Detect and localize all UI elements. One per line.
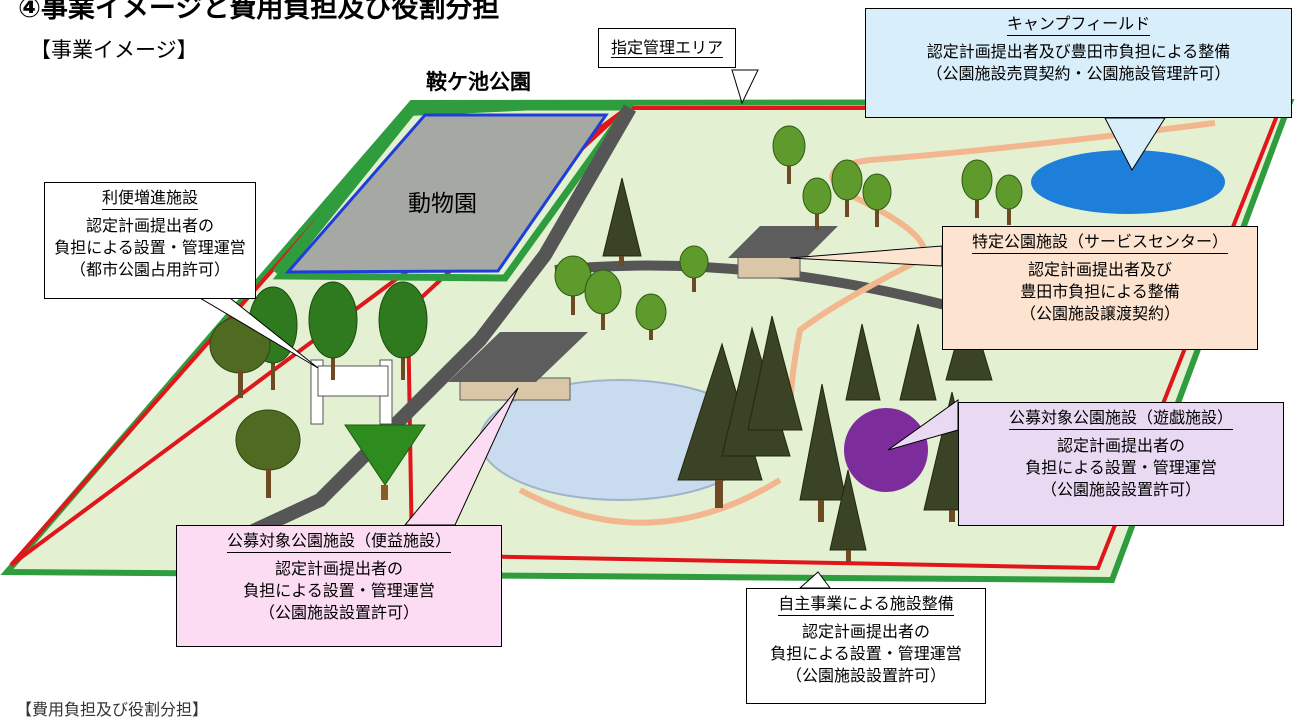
- callout-self-project-line: 認定計画提出者の: [801, 622, 930, 641]
- camp-pond: [1031, 150, 1225, 214]
- callout-benefit-facility-line: 認定計画提出者の: [274, 559, 403, 578]
- page-title: ④事業イメージと費用負担及び役割分担: [18, 0, 500, 24]
- callout-self-project-line: 負担による設置・管理運営: [770, 644, 962, 663]
- main-road: [177, 104, 637, 572]
- callout-convenience-heading: 利便増進施設: [101, 187, 198, 210]
- callout-benefit-facility-line: 負担による設置・管理運営: [243, 581, 435, 600]
- callout-convenience-line: （都市公園占用許可）: [69, 260, 230, 279]
- callout-benefit-facility: 公募対象公園施設（便益施設） 認定計画提出者の 負担による設置・管理運営 （公園…: [176, 525, 502, 647]
- pond-loop-path: [518, 477, 782, 526]
- callout-self-project-heading: 自主事業による施設整備: [778, 593, 954, 616]
- callout-benefit-facility-heading: 公募対象公園施設（便益施設）: [226, 530, 451, 553]
- callout-play-facility-line: 認定計画提出者の: [1056, 436, 1185, 455]
- callout-campfield-line: （公園施設売買契約・公園施設管理許可）: [926, 64, 1231, 83]
- conifer-trunks: [619, 256, 955, 562]
- managed-area-label: 指定管理エリア: [611, 38, 724, 58]
- callout-convenience-line: 負担による設置・管理運営: [54, 238, 246, 257]
- callout-benefit-facility-line: （公園施設設置許可）: [258, 603, 419, 622]
- callout-service-center-line: （公園施設譲渡契約）: [1019, 304, 1180, 323]
- zoo-area: [284, 113, 609, 274]
- callout-convenience: 利便増進施設 認定計画提出者の 負担による設置・管理運営 （都市公園占用許可）: [44, 182, 256, 299]
- callout-service-center: 特定公園施設（サービスセンター） 認定計画提出者及び 豊田市負担による整備 （公…: [942, 226, 1258, 350]
- service-center-building: [728, 226, 838, 279]
- play-facility-marker: [844, 408, 928, 492]
- callout-campfield-heading: キャンプフィールド: [1006, 13, 1151, 36]
- callout-convenience-line: 認定計画提出者の: [85, 216, 214, 235]
- callout-play-facility-line: 負担による設置・管理運営: [1025, 458, 1217, 477]
- callout-self-project: 自主事業による施設整備 認定計画提出者の 負担による設置・管理運営 （公園施設設…: [746, 588, 986, 704]
- callout-self-project-line: （公園施設設置許可）: [785, 666, 946, 685]
- callout-play-facility-heading: 公募対象公園施設（遊戯施設）: [1008, 407, 1233, 430]
- callout-service-center-line: 豊田市負担による整備: [1020, 282, 1180, 301]
- callout-play-facility: 公募対象公園施設（遊戯施設） 認定計画提出者の 負担による設置・管理運営 （公園…: [958, 402, 1284, 526]
- park-name-label: 鞍ケ池公園: [426, 70, 531, 94]
- callout-service-center-line: 認定計画提出者及び: [1027, 260, 1172, 279]
- benefit-facility-building: [448, 332, 588, 401]
- footer-label: 【費用負担及び役割分担】: [16, 700, 209, 719]
- zoo-label: 動物園: [408, 191, 477, 217]
- green-triangle-post: [381, 485, 388, 500]
- green-triangle-marker: [344, 424, 426, 486]
- section-label: 【事業イメージ】: [30, 38, 198, 62]
- convenience-facility-signboard: [310, 359, 393, 425]
- callout-campfield: キャンプフィールド 認定計画提出者及び豊田市負担による整備 （公園施設売買契約・…: [865, 8, 1292, 118]
- callout-campfield-line: 認定計画提出者及び豊田市負担による整備: [926, 42, 1231, 61]
- walking-path: [787, 120, 1216, 421]
- managed-area-tag: 指定管理エリア: [598, 28, 737, 68]
- callout-play-facility-line: （公園施設設置許可）: [1040, 480, 1201, 499]
- callout-service-center-heading: 特定公園施設（サービスセンター）: [971, 231, 1228, 254]
